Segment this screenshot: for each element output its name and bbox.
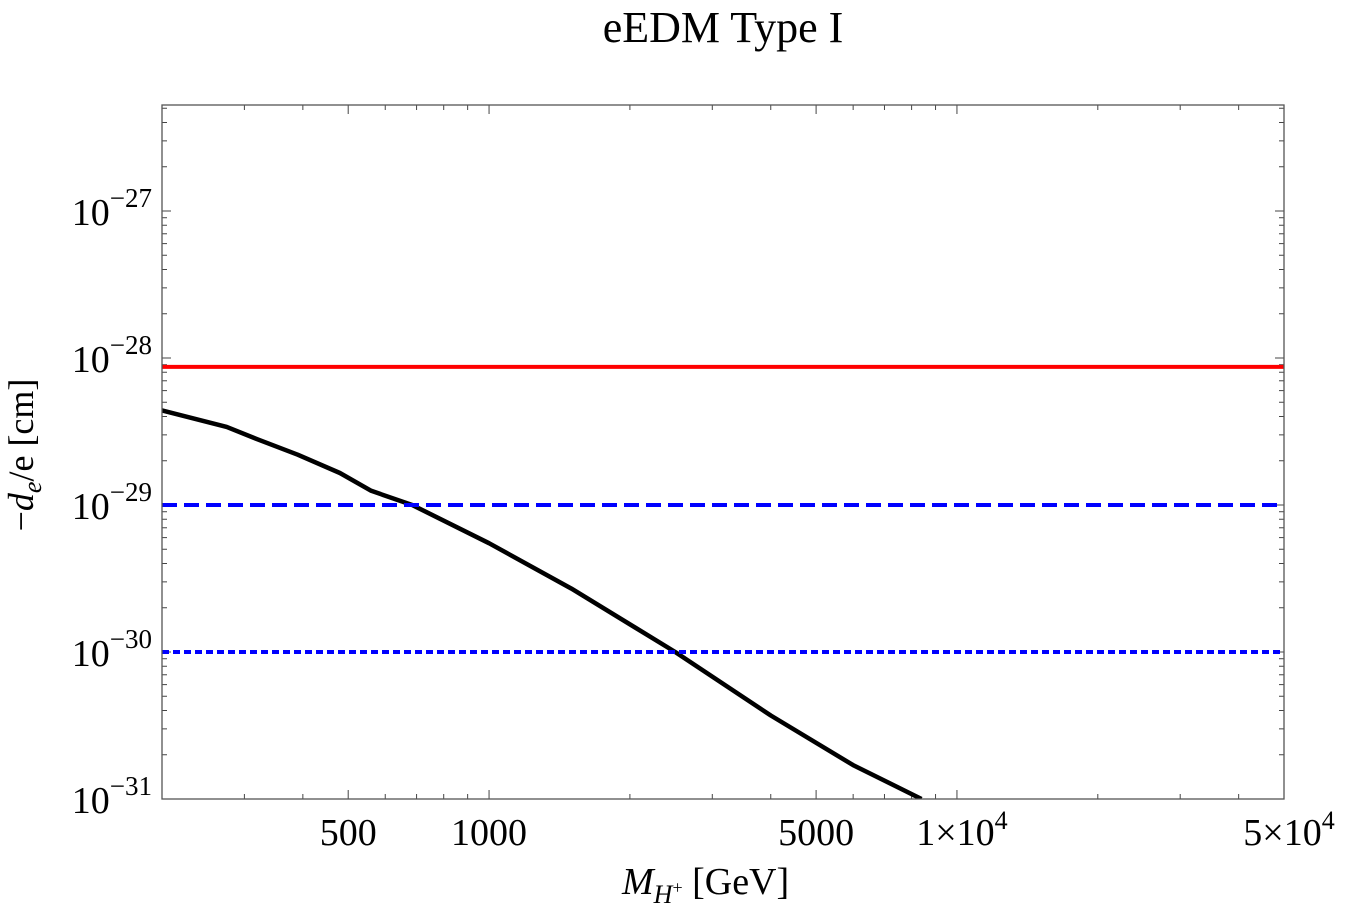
y-tick-label: 10−31: [72, 771, 152, 822]
x-tick-label: 500: [320, 812, 377, 854]
x-tick-label: 1×104: [916, 806, 1007, 854]
y-tick-label: 10−27: [72, 183, 152, 234]
y-tick-label: 10−30: [72, 624, 152, 675]
plot-frame: [161, 104, 1285, 800]
chart-title: eEDM Type I: [602, 3, 844, 52]
series-solid-line: [162, 408, 923, 799]
x-label-rest: [GeV]: [682, 861, 790, 903]
y-tick-label: 10−29: [72, 477, 152, 528]
x-axis-label: MH+ [GeV]: [622, 860, 789, 910]
x-tick-label: 5×104: [1243, 806, 1334, 854]
x-label-m: M: [622, 861, 654, 903]
x-tick-label: 5000: [778, 812, 854, 854]
tick-labels: 500 1000 5000 1×104 5×104 10−27 10−28 10−29 10−3…: [72, 183, 1335, 854]
data-series: [162, 364, 1284, 799]
x-label-sub: H+: [653, 876, 683, 909]
y-tick-label: 10−28: [72, 330, 152, 381]
x-tick-label: 1000: [451, 812, 527, 854]
axis-ticks: [161, 105, 1285, 800]
